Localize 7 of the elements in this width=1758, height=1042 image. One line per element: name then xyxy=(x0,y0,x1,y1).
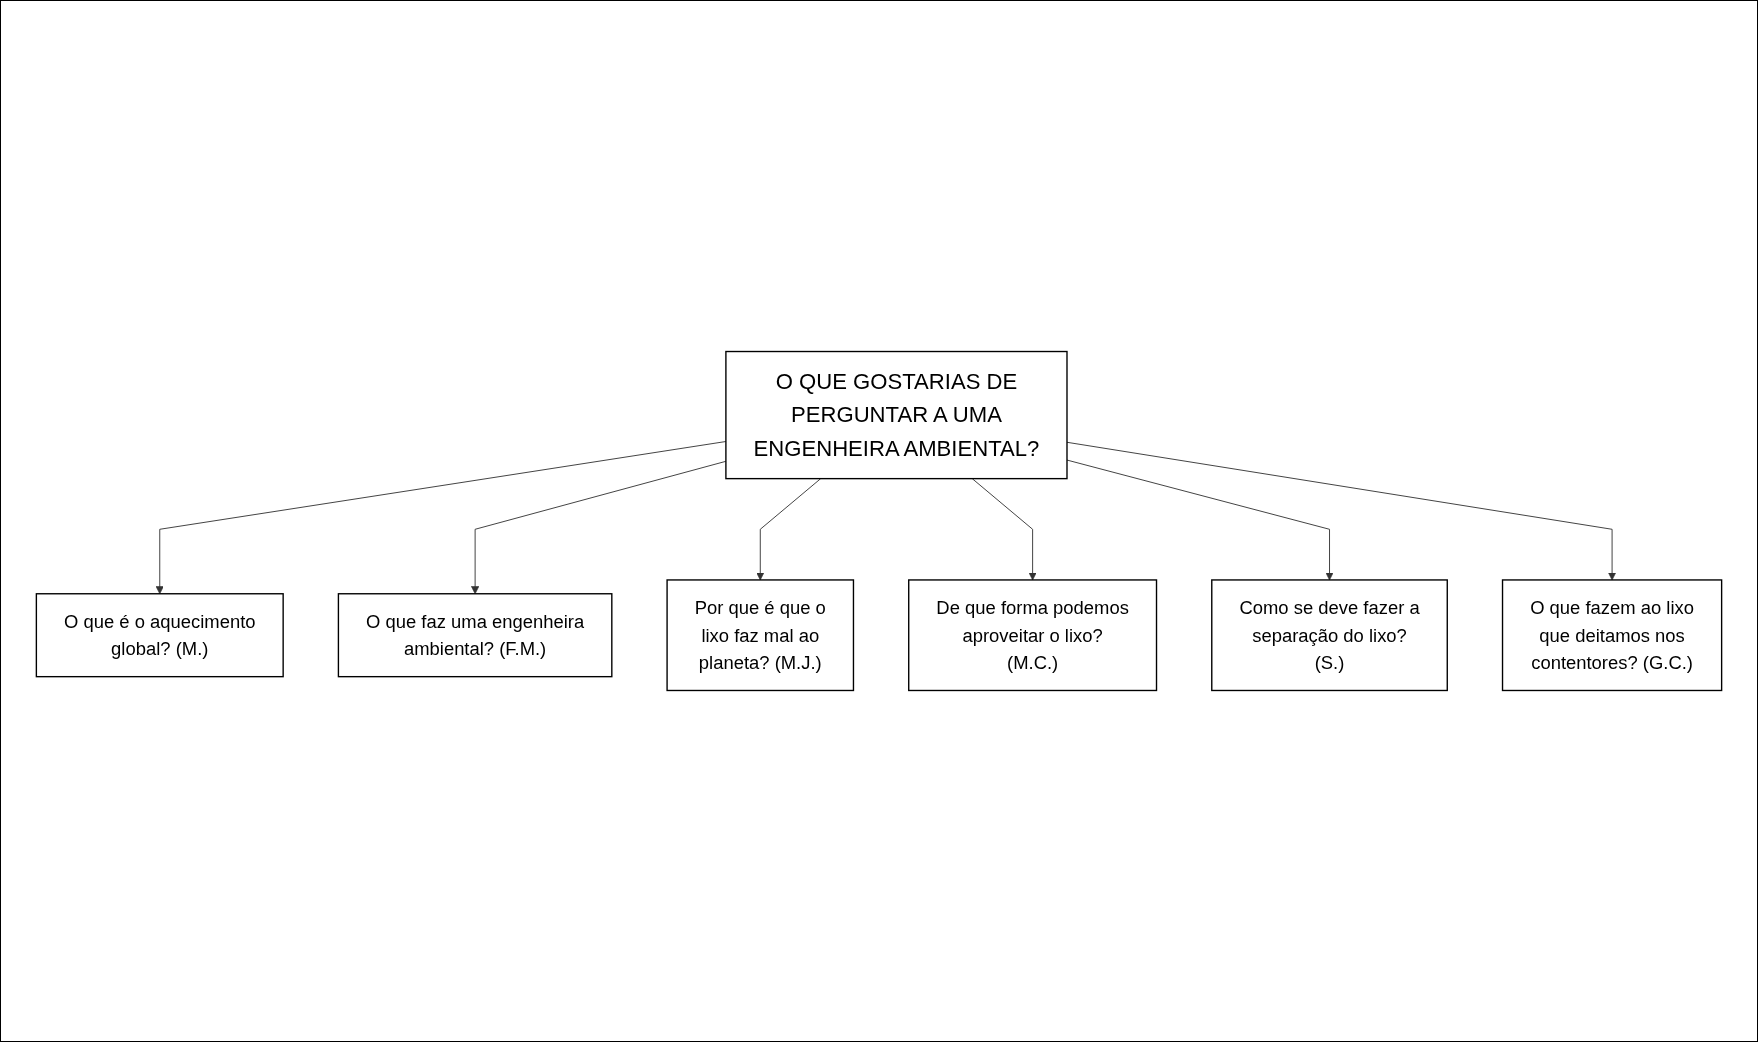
node-box: O que faz uma engenheira ambiental? (F.M.) xyxy=(337,593,613,678)
node-box: Por que é que o lixo faz mal ao planeta? (M.J.) xyxy=(666,579,855,692)
node-box: O QUE GOSTARIAS DE PERGUNTAR A UMA ENGENHEIRA AMBIENTAL? xyxy=(725,350,1068,480)
node-box: O que é o aquecimento global? (M.) xyxy=(35,593,284,678)
node-box: Como se deve fazer a separação do lixo? (S.) xyxy=(1211,579,1448,692)
node-box: De que forma podemos aproveitar o lixo? (M.C.) xyxy=(908,579,1158,692)
node-box: O que fazem ao lixo que deitamos nos contentores? (G.C.) xyxy=(1501,579,1723,692)
